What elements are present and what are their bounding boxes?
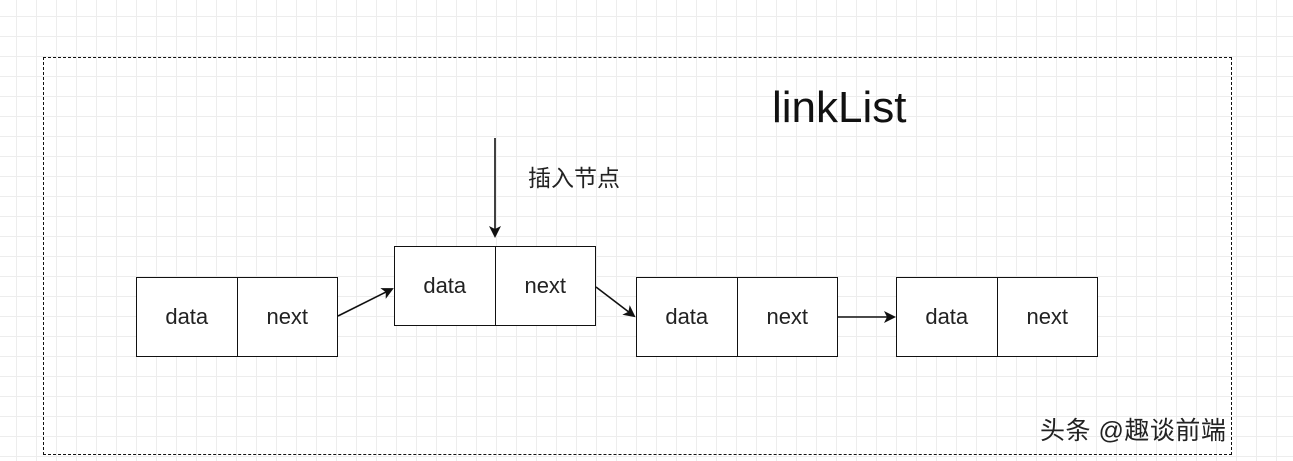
list-node-4: data next xyxy=(896,277,1098,357)
list-node-3: data next xyxy=(636,277,838,357)
insert-node-label: 插入节点 xyxy=(528,165,620,191)
link-arrow-inserted-to-3 xyxy=(595,286,636,318)
list-node-1: data next xyxy=(136,277,338,357)
diagram-title: linkList xyxy=(772,83,907,132)
node-next-field: next xyxy=(766,304,809,329)
node-next-field: next xyxy=(266,304,309,329)
node-data-field: data xyxy=(637,278,738,356)
node-data-field: data xyxy=(137,278,238,356)
list-node-inserted: data next xyxy=(394,246,596,326)
linklist-container-frame xyxy=(43,57,1232,455)
node-data-field: data xyxy=(897,278,998,356)
node-next-field: next xyxy=(524,273,567,298)
watermark-text: 头条 @趣谈前端 xyxy=(1040,417,1227,445)
node-data-field: data xyxy=(395,247,496,325)
link-arrow-1-to-inserted xyxy=(337,288,394,317)
node-next-field: next xyxy=(1026,304,1069,329)
